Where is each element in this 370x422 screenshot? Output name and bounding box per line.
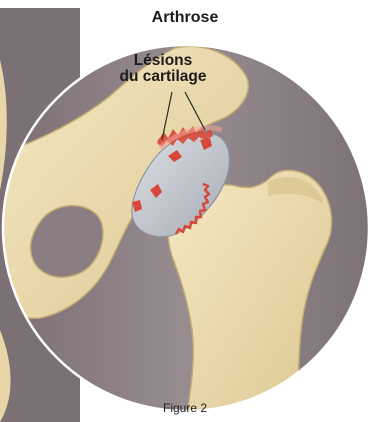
label-line-1: Lésions: [98, 53, 228, 69]
label-line-2: du cartilage: [98, 69, 228, 85]
figure-caption: Figure 2: [0, 401, 370, 415]
cartilage-lesions-label: Lésions du cartilage: [98, 53, 228, 85]
figure-title: Arthrose: [0, 9, 370, 27]
